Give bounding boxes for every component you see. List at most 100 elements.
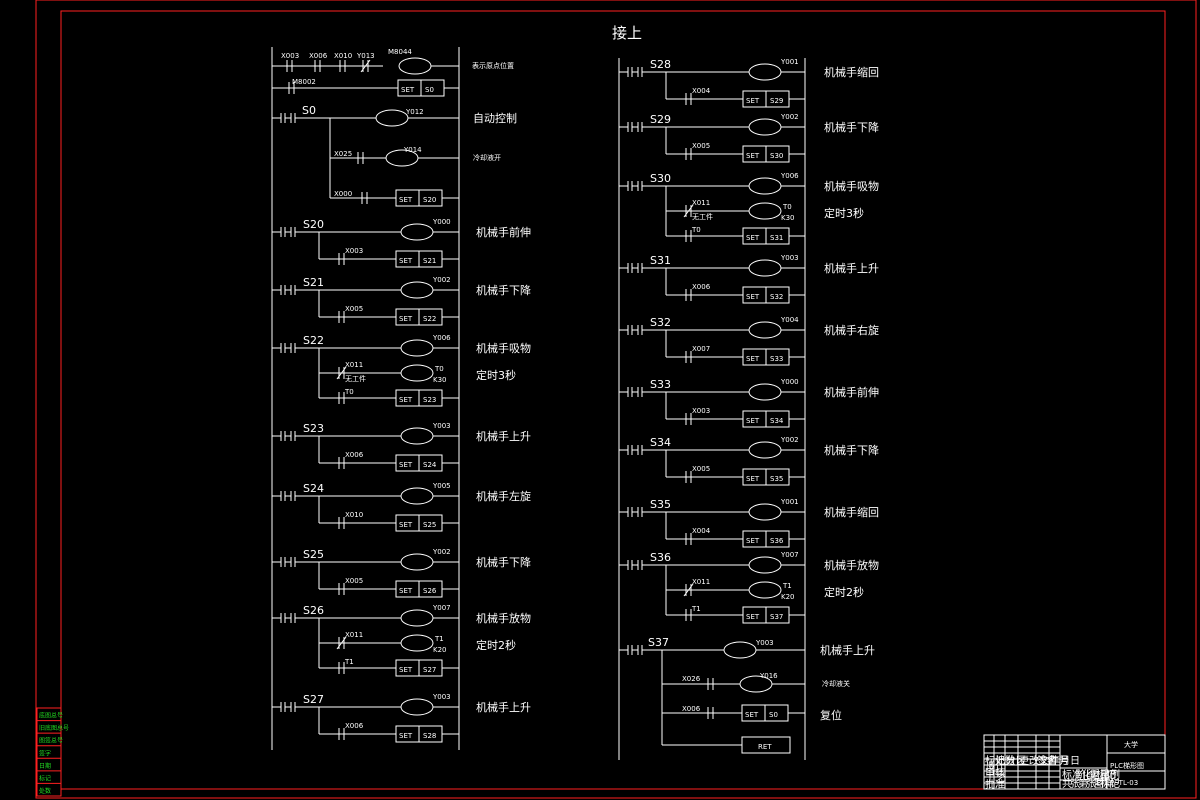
no-contact — [685, 413, 692, 425]
timer-preset: K30 — [781, 214, 795, 222]
step-label: S27 — [303, 693, 324, 706]
contact-label: X006 — [309, 52, 328, 60]
set-label: SET — [746, 475, 760, 483]
set-label: SET — [746, 97, 760, 105]
step-label: S30 — [650, 172, 671, 185]
coil-label: Y004 — [780, 316, 799, 324]
ret-label: RET — [758, 743, 772, 751]
rung-comment: 机械手缩回 — [824, 65, 879, 79]
contact-label: X005 — [692, 465, 710, 473]
set-label: SET — [399, 396, 413, 404]
title-block-label: 比例 — [1100, 768, 1120, 781]
set-label: SET — [746, 234, 760, 242]
contact-slash — [683, 583, 694, 597]
step-contact — [280, 557, 296, 567]
rung-comment: 机械手上升 — [824, 261, 879, 275]
step-contact — [280, 491, 296, 501]
no-contact — [288, 82, 295, 94]
output-coil — [748, 383, 782, 401]
rung-comment: 机械手下降 — [476, 555, 531, 569]
contact-label: T1 — [344, 658, 354, 666]
output-coil — [375, 109, 409, 127]
no-contact — [338, 728, 345, 740]
coil-label: Y000 — [432, 218, 451, 226]
no-contact — [361, 192, 368, 204]
rung-comment: 表示原点位置 — [472, 61, 514, 70]
set-target: S22 — [423, 315, 436, 323]
side-table-cell: 图签总号 — [39, 737, 63, 745]
contact-label: T0 — [691, 226, 701, 234]
step-contact — [280, 285, 296, 295]
step-contact — [627, 645, 643, 655]
set-target: S25 — [423, 521, 436, 529]
step-label: S35 — [650, 498, 671, 511]
set-target: S36 — [770, 537, 784, 545]
set-label: SET — [746, 355, 760, 363]
timer-preset: K30 — [433, 376, 447, 384]
no-contact — [685, 93, 692, 105]
title-block-drawing-name: PLC梯形图 — [1110, 761, 1144, 770]
contact-label: X007 — [692, 345, 710, 353]
ret-box — [741, 736, 791, 754]
step-contact — [627, 507, 643, 517]
contact-label: X003 — [281, 52, 299, 60]
contact-label: M8002 — [292, 78, 316, 86]
set-label: SET — [746, 613, 760, 621]
coil-label: Y007 — [432, 604, 451, 612]
coil-label: Y003 — [780, 254, 799, 262]
title-block-label: 重量 — [1090, 768, 1110, 781]
no-contact — [685, 230, 692, 242]
title-block-label: 标记 — [985, 755, 1005, 767]
output-coil — [748, 441, 782, 459]
rung-comment: 机械手下降 — [824, 443, 879, 457]
no-contact — [685, 533, 692, 545]
no-contact — [707, 707, 714, 719]
step-label: S37 — [648, 636, 669, 649]
set-label: SET — [399, 196, 413, 204]
set-target: S32 — [770, 293, 783, 301]
title-block-label: 张 — [1070, 778, 1080, 790]
contact-label: X025 — [334, 150, 352, 158]
output-coil — [723, 641, 757, 659]
output-coil — [748, 118, 782, 136]
output-coil — [400, 427, 434, 445]
output-coil — [748, 556, 782, 574]
output-coil — [748, 177, 782, 195]
step-contact — [627, 387, 643, 397]
set-label: SET — [746, 152, 760, 160]
rung-comment: 机械手前伸 — [476, 225, 531, 239]
no-contact — [338, 392, 345, 404]
output-coil — [400, 553, 434, 571]
set-target: S29 — [770, 97, 783, 105]
contact-note: 无工件 — [345, 374, 366, 383]
title-block-frame — [983, 734, 1166, 790]
timer-preset: K20 — [781, 593, 795, 601]
output-coil — [400, 223, 434, 241]
no-contact — [338, 311, 345, 323]
title-block-scale: 1:1 — [1094, 777, 1110, 788]
step-label: S21 — [303, 276, 324, 289]
step-label: S22 — [303, 334, 324, 347]
title-block-label: 年月日 — [1050, 754, 1080, 767]
contact-label: X011 — [692, 578, 710, 586]
rung-comment: 机械手放物 — [824, 558, 879, 572]
contact-label: X010 — [345, 511, 363, 519]
